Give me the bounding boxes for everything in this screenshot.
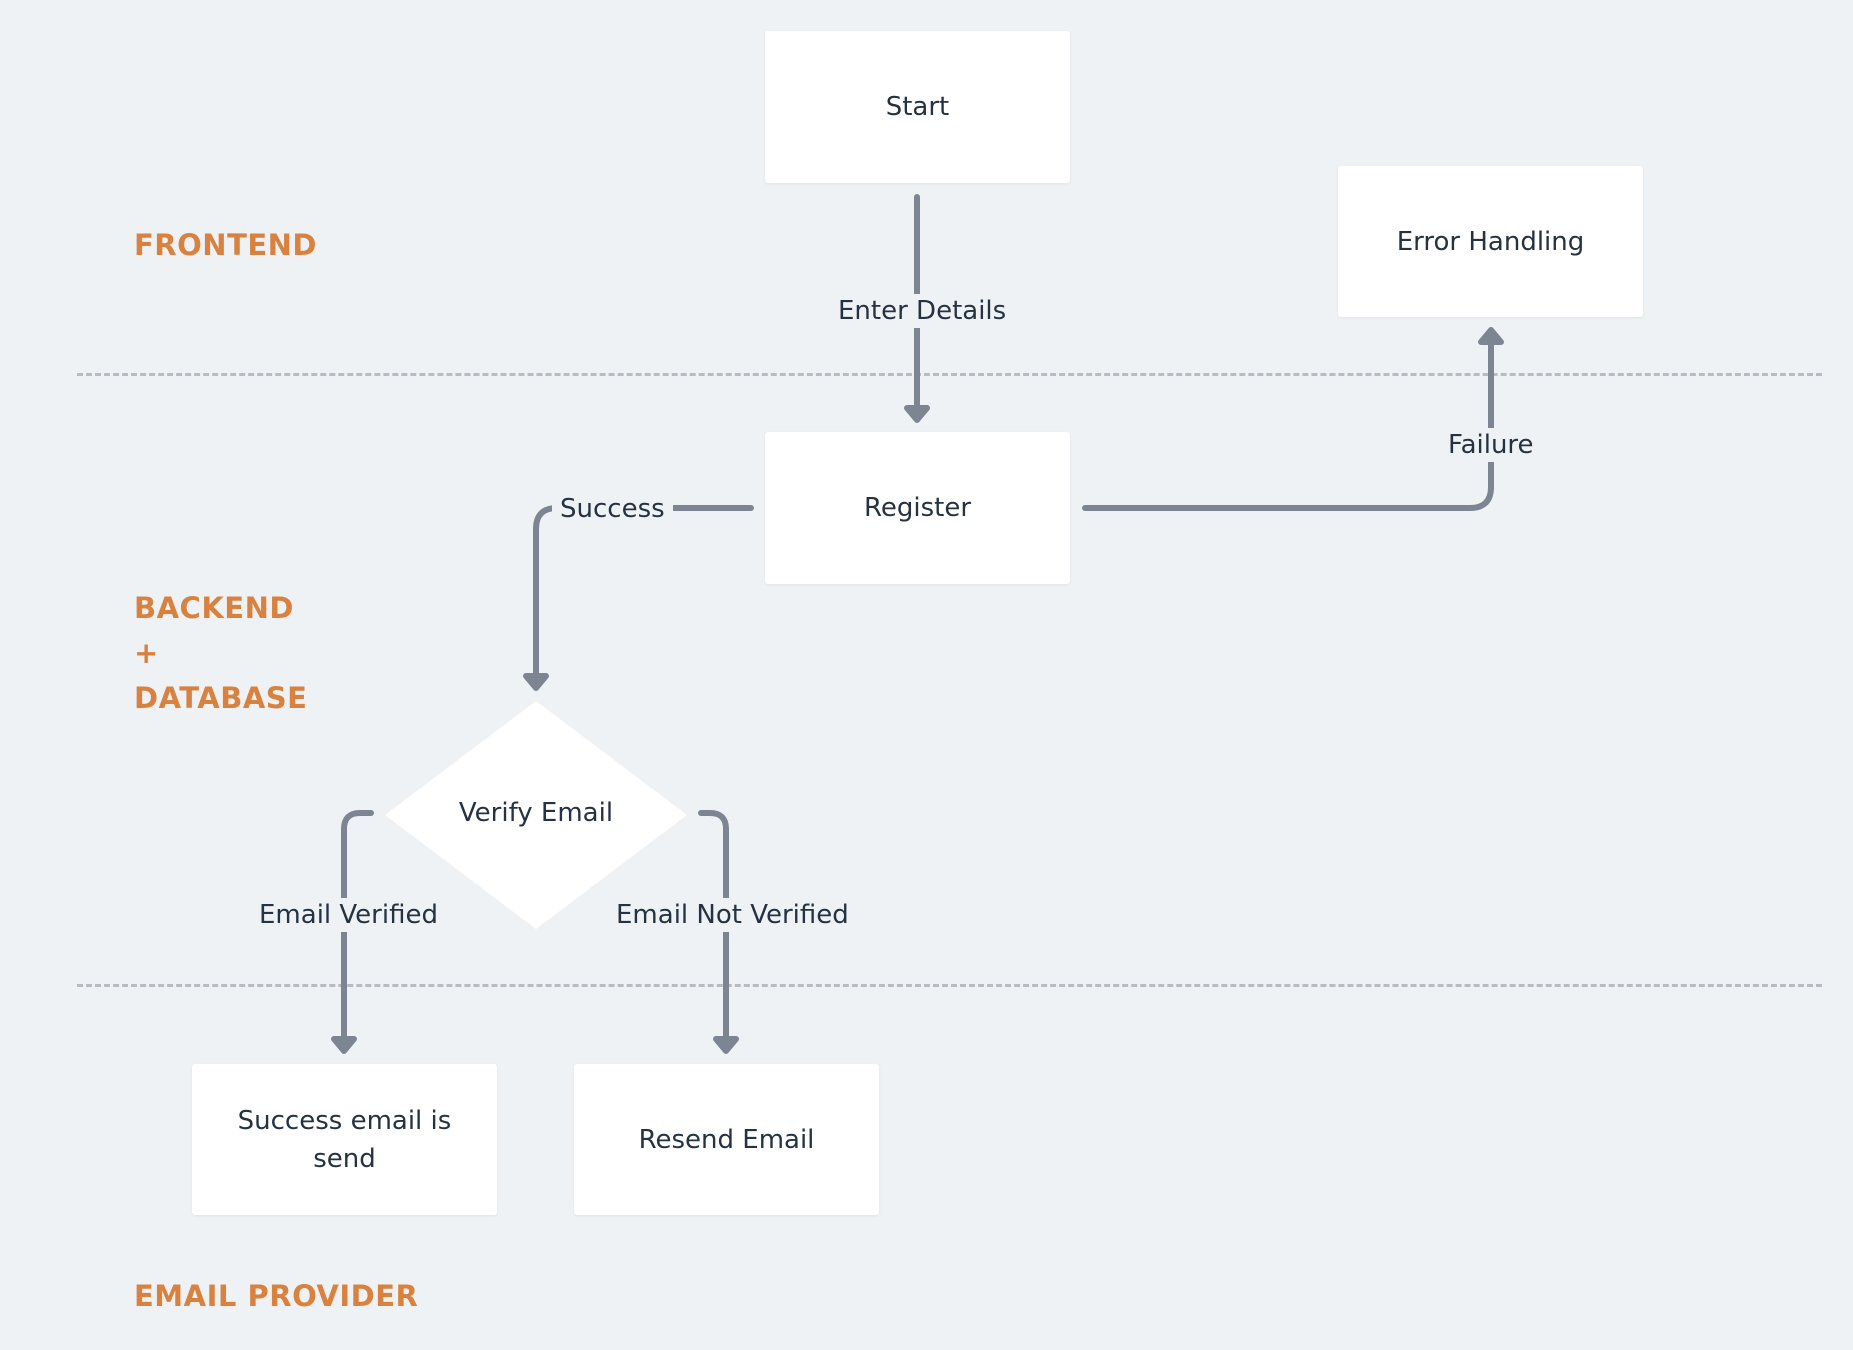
node-register[interactable]: Register [765,432,1070,584]
arrowhead-error [1478,327,1504,345]
lane-label-backend-database: BACKEND + DATABASE [134,586,307,721]
edge-label-failure: Failure [1440,428,1542,462]
lane-label-backend: BACKEND [134,591,294,625]
edge-label-success: Success [552,492,673,526]
node-resend-email-label: Resend Email [638,1124,815,1155]
edge-verify-to-resend [698,810,729,1045]
node-resend-email[interactable]: Resend Email [574,1064,879,1215]
edge-label-enter-details: Enter Details [830,294,1015,328]
arrowhead-resend [713,1036,739,1054]
lane-label-plus: + [134,636,159,670]
verify-email-diamond [385,701,687,929]
node-error-handling[interactable]: Error Handling [1338,166,1643,317]
arrowhead-register [904,405,930,423]
lane-divider-frontend-backend [77,373,1822,376]
lane-label-email-provider: EMAIL PROVIDER [134,1279,419,1313]
edge-register-to-error [1082,333,1494,511]
node-success-email-line-1: Success email is [237,1105,452,1136]
node-error-handling-label: Error Handling [1396,226,1585,257]
edge-register-to-verify [533,505,754,683]
lane-label-frontend: FRONTEND [134,228,317,262]
edge-verify-to-success-email [341,810,374,1045]
node-start[interactable]: Start [765,31,1070,183]
arrowhead-success-email [331,1036,357,1054]
node-success-email-label: Success email is send [238,1102,452,1178]
lane-label-database: DATABASE [134,681,308,715]
node-verify-email-label: Verify Email [458,798,614,828]
node-start-label: Start [885,92,950,122]
node-success-email-line-2: send [313,1143,376,1174]
node-success-email[interactable]: Success email is send [192,1064,497,1215]
lane-divider-backend-email [77,984,1822,987]
edge-label-email-not-verified: Email Not Verified [608,898,857,932]
node-register-label: Register [863,493,972,523]
edge-label-email-verified: Email Verified [251,898,446,932]
arrowhead-verify [523,673,549,691]
